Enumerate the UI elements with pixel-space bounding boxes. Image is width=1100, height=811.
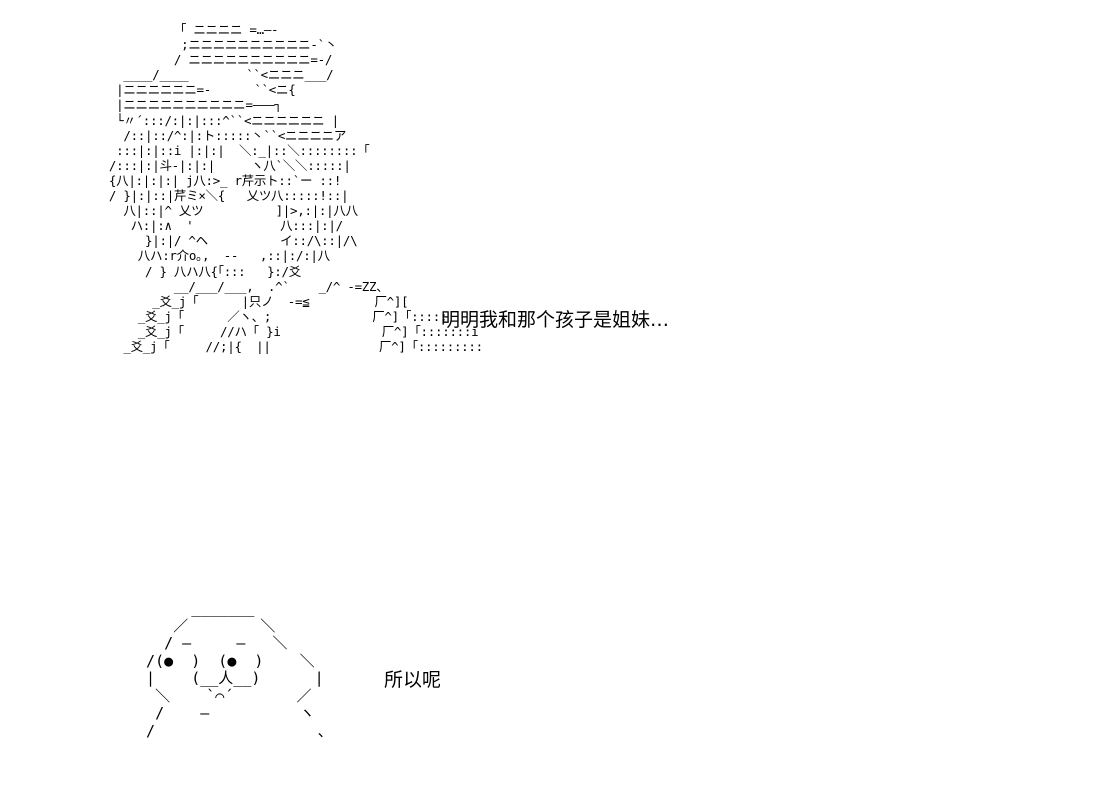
caption-sisters-line: 明明我和那个孩子是姐妹… (441, 309, 670, 331)
ascii-art-girl: 「 ニニニニ =…—- ;ニニニニニニニニニニ-`丶 / ニニニニニニニニニニ=… (108, 22, 483, 354)
caption-so-what-line: 所以呢 (384, 669, 442, 691)
ascii-art-yaruo-face: _______ ／ ＼ / — — ＼ /(● ) (● ) ＼ | (__人_… (146, 599, 333, 740)
